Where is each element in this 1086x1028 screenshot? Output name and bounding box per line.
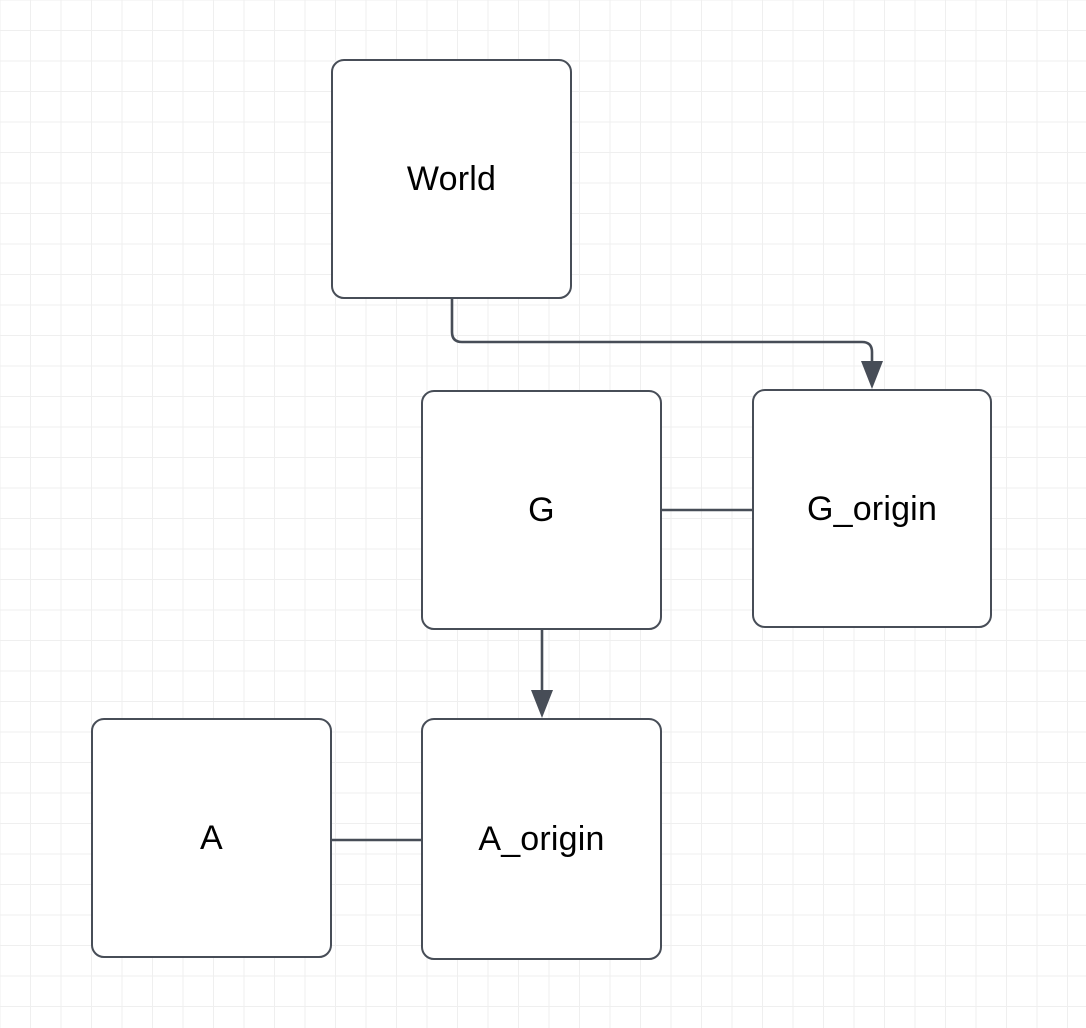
edge-world-to-g-origin[interactable]	[450, 299, 883, 389]
node-world[interactable]: World	[331, 59, 572, 299]
node-g-origin[interactable]: G_origin	[752, 389, 992, 628]
arrowhead-icon-world-to-g-origin	[861, 361, 883, 389]
edge-g-to-a-origin[interactable]	[531, 630, 553, 718]
node-g[interactable]: G	[421, 390, 662, 630]
node-a[interactable]: A	[91, 718, 332, 958]
node-a-label: A	[200, 819, 223, 857]
node-a-origin-label: A_origin	[478, 820, 605, 858]
node-world-label: World	[406, 160, 497, 198]
edge-world-to-g-origin-line	[450, 299, 874, 362]
node-a-origin[interactable]: A_origin	[421, 718, 662, 960]
node-g-label: G	[528, 491, 555, 529]
arrowhead-icon-g-to-a-origin	[531, 690, 553, 718]
node-g-origin-label: G_origin	[806, 489, 938, 528]
